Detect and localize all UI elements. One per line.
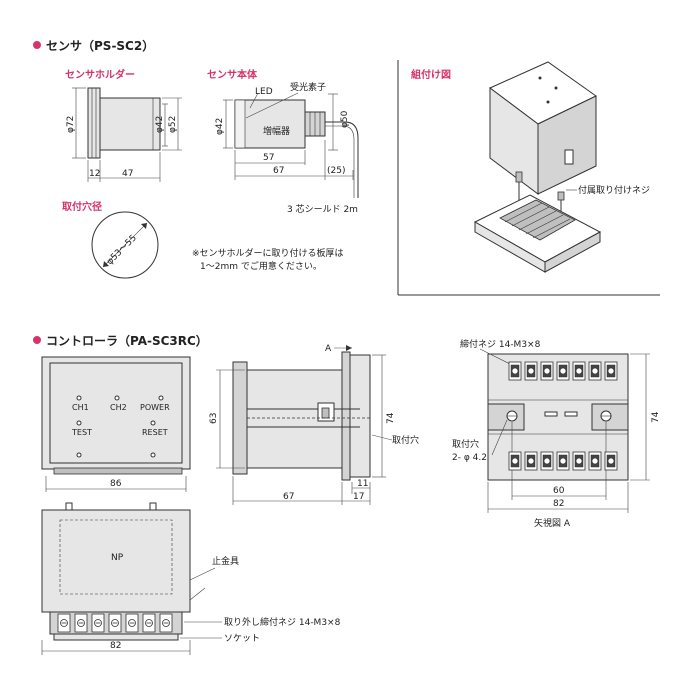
- body-dim-42: φ42: [215, 118, 225, 135]
- sensor-heading: センサ（PS-SC2）: [46, 38, 154, 53]
- removal-screw-label: 取り外し締付ネジ 14-M3×8: [224, 616, 341, 628]
- socket-terminal: [159, 613, 173, 633]
- view-a-terminal: [588, 451, 602, 471]
- view-a-dim-60: 60: [553, 486, 565, 496]
- body-dim-67: 67: [273, 166, 284, 176]
- sensor-body-drawing: [223, 92, 359, 198]
- amplifier-label: 増幅器: [263, 125, 290, 137]
- view-a-screw-label: 締付ネジ 14-M3×8: [460, 338, 541, 350]
- receiver-label: 受光素子: [290, 81, 326, 93]
- holder-dim-42: φ42: [155, 116, 165, 133]
- note-line-2: 1～2mm でご用意ください。: [200, 260, 322, 272]
- side-dim-17: 17: [353, 492, 364, 502]
- side-label-a: A: [325, 344, 332, 354]
- view-a-dim-74: 74: [651, 411, 661, 423]
- body-dim-57: 57: [263, 153, 274, 163]
- socket-terminal: [108, 613, 122, 633]
- view-a-terminal: [604, 361, 618, 381]
- controller-heading-bullet: [33, 336, 41, 344]
- view-a-terminal: [556, 451, 570, 471]
- side-dim-63: 63: [209, 413, 219, 424]
- view-a-terminal: [572, 361, 586, 381]
- side-dim-74: 74: [386, 412, 396, 424]
- sensor-heading-bullet: [33, 41, 41, 49]
- clamp-label: 止金具: [212, 555, 239, 567]
- screw-label: 付属取り付けネジ: [578, 185, 650, 196]
- led-ch1: CH1: [72, 403, 89, 412]
- bottom-np: NP: [111, 553, 124, 563]
- side-dim-11: 11: [357, 479, 368, 489]
- led-label: LED: [255, 87, 273, 97]
- holder-label: センサホルダー: [65, 68, 135, 81]
- cable-label: 3 芯シールド 2m: [287, 203, 358, 215]
- view-a-terminal: [604, 451, 618, 471]
- holder-dim-52: φ52: [168, 116, 178, 133]
- socket-terminals: [57, 613, 173, 633]
- view-a-dim-82: 82: [553, 499, 564, 509]
- controller-front-view: [41, 356, 191, 492]
- socket-terminal: [125, 613, 139, 633]
- holder-dim-72: φ72: [66, 116, 76, 133]
- view-a-terminal: [540, 451, 554, 471]
- bottom-dim-82: 82: [110, 641, 121, 651]
- holder-dim-12: 12: [89, 169, 100, 179]
- view-a-terminal: [508, 361, 522, 381]
- socket-terminal: [142, 613, 156, 633]
- view-a-caption: 矢視図 A: [534, 517, 571, 529]
- view-a-terminal: [556, 361, 570, 381]
- controller-side-view: [216, 345, 393, 505]
- view-a-terminals: [508, 361, 618, 471]
- led-power: POWER: [140, 403, 170, 412]
- socket-label: ソケット: [224, 633, 260, 644]
- holder-dim-47: 47: [122, 169, 133, 179]
- button-reset: RESET: [142, 428, 168, 437]
- assembly-drawing: [473, 61, 602, 273]
- socket-terminal: [74, 613, 88, 633]
- side-hole-label: 取付穴: [392, 434, 419, 446]
- button-test: TEST: [71, 428, 92, 437]
- body-dim-25: (25): [327, 166, 345, 176]
- led-ch2: CH2: [110, 403, 127, 412]
- view-a-hole-line-1: 取付穴: [452, 438, 479, 450]
- view-a-terminal: [524, 361, 538, 381]
- body-dim-50: φ50: [340, 110, 350, 128]
- sensor-holder-drawing: [72, 87, 182, 182]
- hole-label: 取付穴径: [62, 200, 102, 213]
- body-label: センサ本体: [207, 68, 258, 81]
- socket-terminal: [91, 613, 105, 633]
- view-a-hole-line-2: 2- φ 4.2: [452, 453, 487, 463]
- note-line-1: ※センサホルダーに取り付ける板厚は: [192, 247, 344, 259]
- assembly-label: 組付け図: [411, 68, 451, 81]
- front-dim-86: 86: [110, 479, 122, 489]
- socket-terminal: [57, 613, 71, 633]
- view-a-terminal: [508, 451, 522, 471]
- view-a-terminal: [588, 361, 602, 381]
- view-a-terminal: [524, 451, 538, 471]
- controller-heading: コントローラ（PA-SC3RC）: [46, 333, 208, 348]
- mounting-hole-drawing: [91, 211, 159, 279]
- side-dim-67: 67: [283, 492, 294, 502]
- view-a-terminal: [540, 361, 554, 381]
- view-a-terminal: [572, 451, 586, 471]
